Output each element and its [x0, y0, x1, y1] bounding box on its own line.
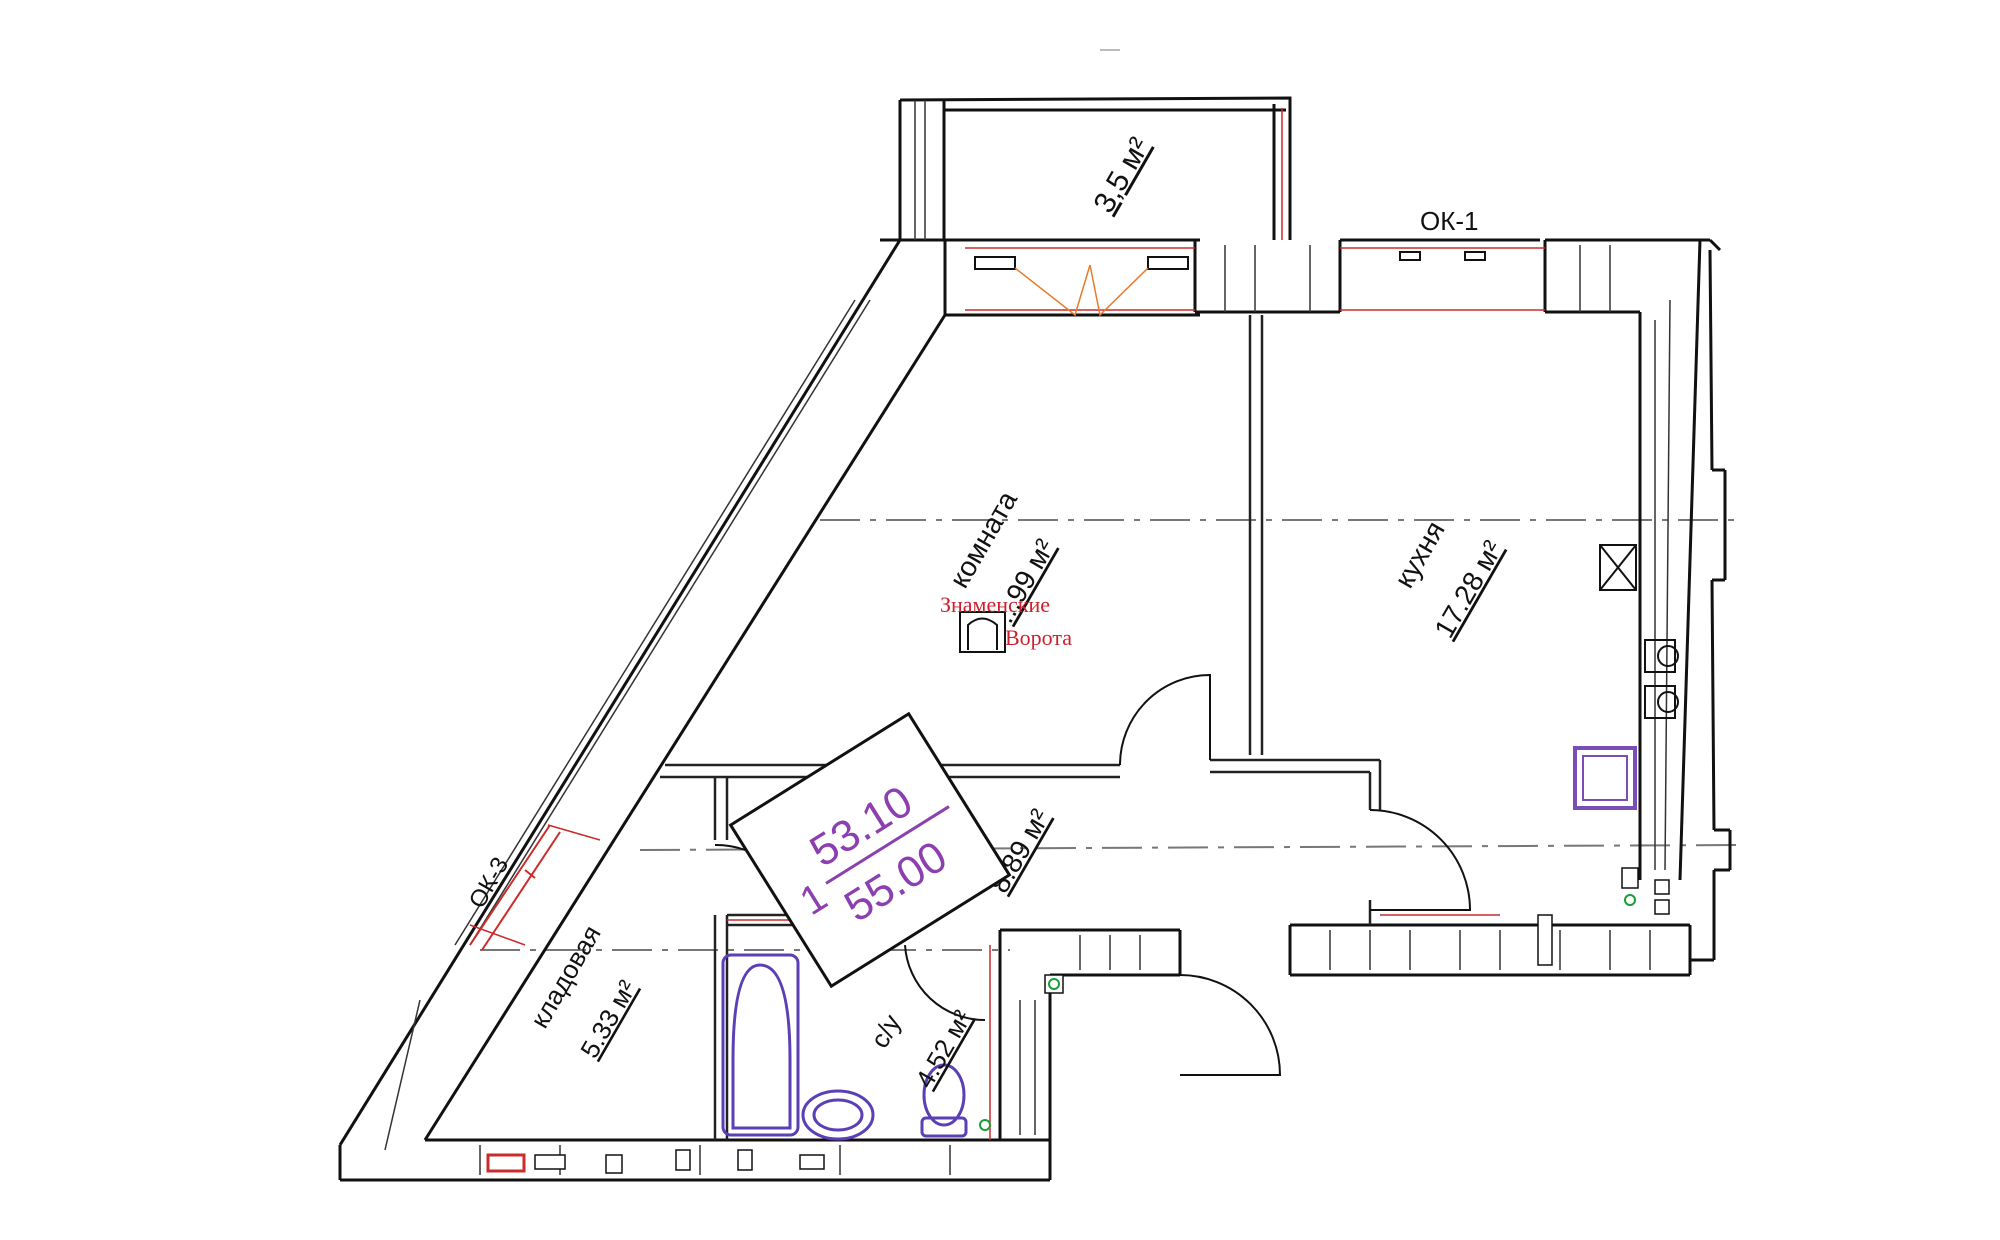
risers — [534, 867, 1670, 1174]
logo-line2: Ворота — [1005, 625, 1072, 650]
logo-gate-icon — [959, 611, 1006, 653]
wall-hatching — [384, 100, 1671, 1175]
drain-icons — [979, 894, 1636, 1131]
window-label-ok1: ОК-1 — [1420, 206, 1479, 236]
sink-icon — [801, 1089, 875, 1141]
storage-area: 5.33 м² — [574, 975, 642, 1063]
bathroom-fixtures — [721, 953, 968, 1141]
window-lines — [469, 108, 1545, 1140]
bathtub-icon — [721, 953, 800, 1137]
logo: Знаменские Ворота — [940, 592, 1072, 653]
window-ok1 — [974, 251, 1486, 270]
window-ok3 — [469, 824, 561, 951]
stove-inner — [1582, 755, 1628, 801]
outer-walls — [338, 96, 1732, 1182]
bathroom-area: 4.52 м² — [909, 1005, 977, 1093]
apartment-badge: 1 53.10 55.00 — [728, 711, 1012, 989]
kitchen-fixtures — [1599, 544, 1679, 719]
kitchen-area: 17.28 м² — [1428, 535, 1508, 643]
logo-line1: Знаменские — [940, 592, 1050, 617]
balcony-door — [1014, 264, 1149, 317]
toilet-icon — [922, 1063, 966, 1127]
red-riser-icon — [486, 1153, 526, 1173]
bathroom-name: с/у — [864, 1009, 907, 1053]
axis-lines — [480, 519, 1741, 951]
stove-icon — [1573, 746, 1637, 810]
balcony-area: 3,5 м² — [1087, 132, 1156, 218]
kitchen-name: кухня — [1388, 516, 1450, 593]
